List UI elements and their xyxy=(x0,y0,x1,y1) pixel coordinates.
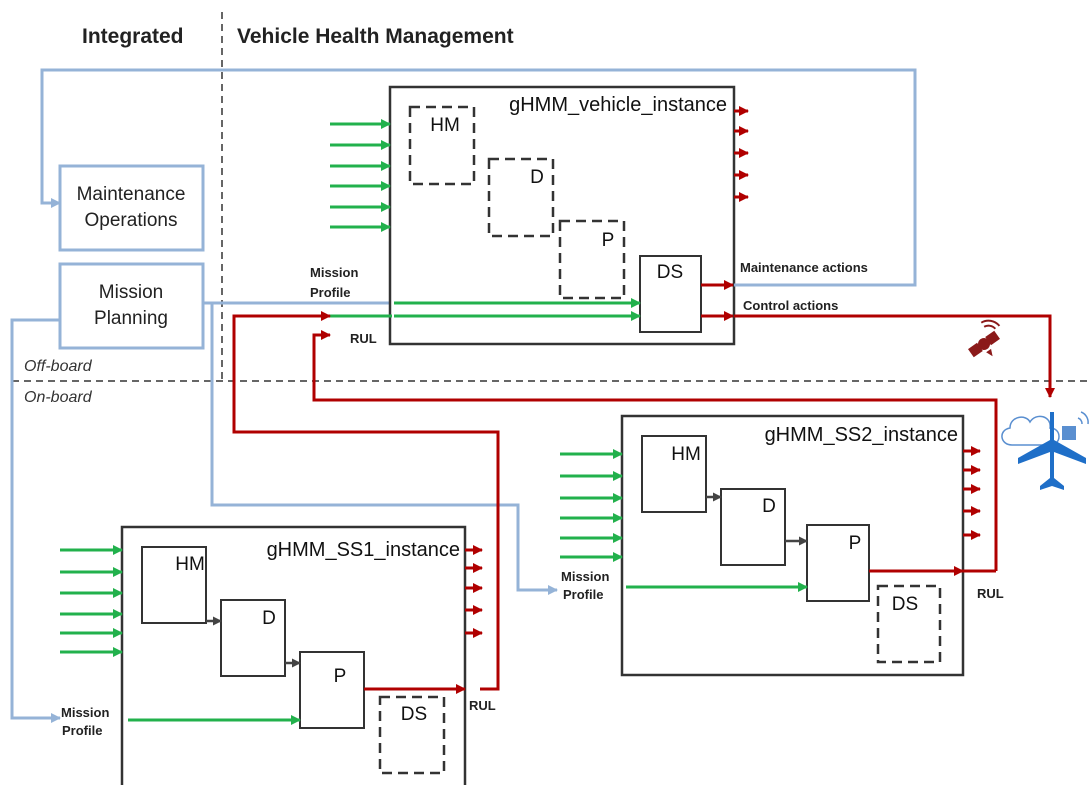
ss2-hm-label: HM xyxy=(671,444,701,465)
vehicle-d-label: D xyxy=(530,167,544,188)
ss1-instance-title: gHMM_SS1_instance xyxy=(267,539,460,561)
vehicle-ds-block xyxy=(639,255,702,333)
vehicle-rul-label: RUL xyxy=(350,331,377,346)
ss1-hm-block xyxy=(141,546,207,624)
ss2-mission-label-2: Profile xyxy=(563,587,603,602)
ss2-rul-to-vehicle-line xyxy=(312,330,998,571)
vehicle-p-label: P xyxy=(602,230,615,251)
ss2-instance-title: gHMM_SS2_instance xyxy=(765,424,958,446)
ss1-rul-label: RUL xyxy=(469,698,496,713)
vehicle-hm-block xyxy=(408,105,476,186)
off-board-label: Off-board xyxy=(24,358,93,375)
ss2-ds-label: DS xyxy=(892,594,918,615)
vehicle-ds-label: DS xyxy=(657,262,683,283)
ss2-internal-arrows xyxy=(706,492,808,546)
ss1-rul-to-vehicle-line xyxy=(232,311,500,691)
vehicle-mission-label-1: Mission xyxy=(310,265,358,280)
vehicle-instance-title: gHMM_vehicle_instance xyxy=(509,94,727,116)
maintenance-operations-box xyxy=(58,164,205,252)
mission-planning-box xyxy=(58,262,205,350)
ss2-d-label: D xyxy=(762,496,776,517)
vehicle-mission-label-2: Profile xyxy=(310,285,350,300)
vehicle-inputs xyxy=(330,119,641,321)
maintenance-actions-label: Maintenance actions xyxy=(740,260,868,275)
ss2-d-block xyxy=(720,488,786,566)
ss2-rul-label: RUL xyxy=(977,586,1004,601)
header-integrated: Integrated xyxy=(82,25,184,48)
ss1-d-block xyxy=(220,599,286,677)
ss1-ds-block xyxy=(378,695,446,775)
ss2-p-label: P xyxy=(849,533,862,554)
ss2-ds-block xyxy=(876,584,942,664)
ss1-internal-arrows xyxy=(206,616,301,668)
ss1-hm-label: HM xyxy=(175,554,205,575)
vehicle-outputs xyxy=(701,106,1055,398)
ss2-outputs xyxy=(869,446,996,576)
ss2-inputs xyxy=(560,449,808,592)
ss1-p-label: P xyxy=(334,666,347,687)
ss1-outputs xyxy=(364,545,483,694)
maintenance-operations-label-1: Maintenance xyxy=(77,184,186,205)
ss1-p-block xyxy=(299,651,365,729)
mission-to-ss1-line xyxy=(10,318,61,723)
header-vhm: Vehicle Health Management xyxy=(237,25,514,48)
ss1-ds-label: DS xyxy=(401,704,427,725)
mission-planning-label-1: Mission xyxy=(99,282,163,303)
mission-planning-label-2: Planning xyxy=(94,308,168,329)
vehicle-d-block xyxy=(487,157,555,238)
control-actions-label: Control actions xyxy=(743,298,838,313)
rul-routing xyxy=(232,311,998,691)
aircraft-cloud-icon xyxy=(1001,411,1089,490)
mission-to-ss2-line xyxy=(203,301,558,595)
maintenance-operations-label-2: Operations xyxy=(85,210,178,231)
vehicle-p-block xyxy=(558,219,626,300)
vehicle-hm-label: HM xyxy=(430,115,460,136)
satellite-icon xyxy=(968,319,1001,358)
ss1-mission-label-2: Profile xyxy=(62,723,102,738)
ss1-mission-label-1: Mission xyxy=(61,705,109,720)
ss2-mission-label-1: Mission xyxy=(561,569,609,584)
ss2-hm-block xyxy=(641,435,707,513)
ss1-d-label: D xyxy=(262,608,276,629)
ss1-inputs xyxy=(60,545,301,725)
on-board-label: On-board xyxy=(24,389,93,406)
ss2-p-block xyxy=(806,524,870,602)
control-actions-line xyxy=(734,314,1055,398)
